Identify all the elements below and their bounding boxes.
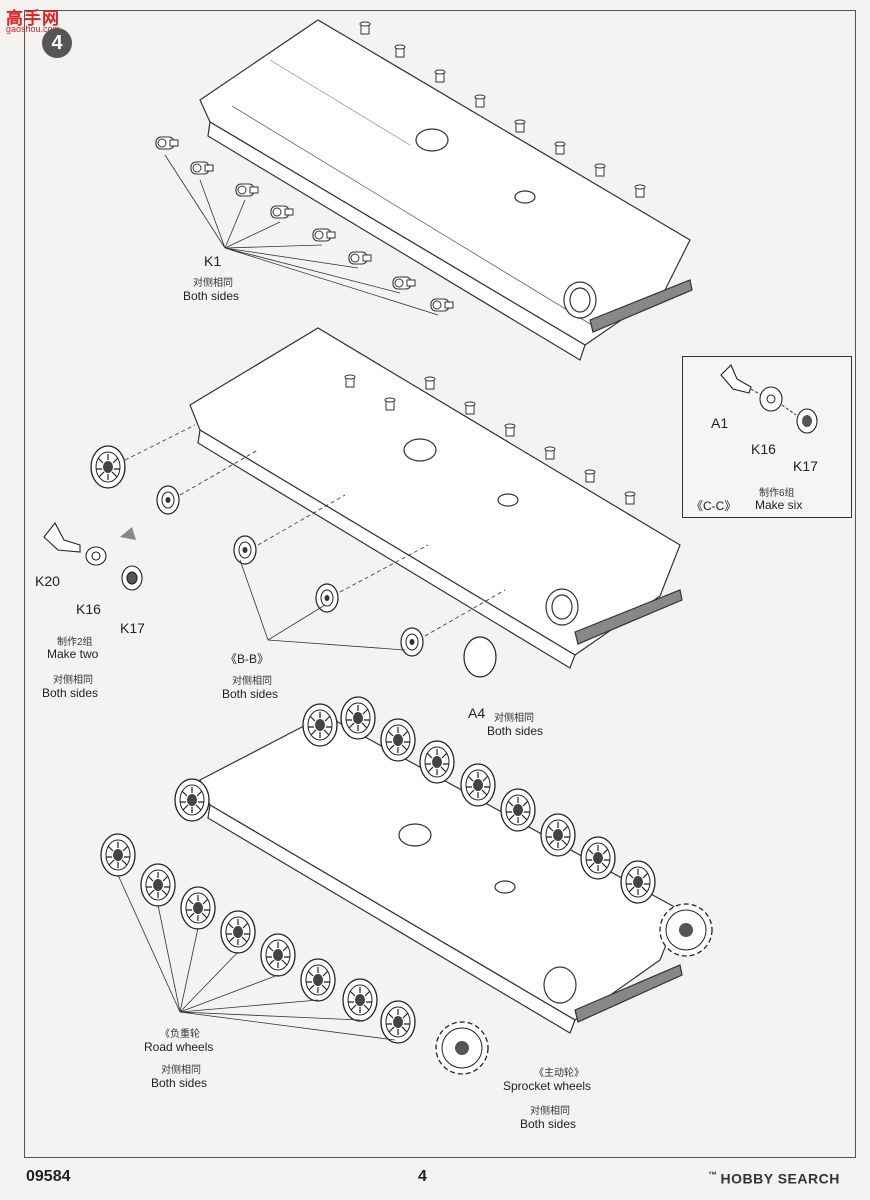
sprocket-cn-title: 《主动轮》 — [534, 1068, 584, 1079]
inset-section-label: 《C-C》 — [691, 499, 737, 513]
road-en-title: Road wheels — [144, 1040, 214, 1054]
inset-en-note: Make six — [755, 498, 803, 512]
brand-name: HOBBY SEARCH — [720, 1170, 840, 1187]
left-cn-note: 制作2组 — [57, 637, 93, 648]
k1-part-label: K1 — [204, 253, 222, 269]
hull-bottom-view — [199, 714, 683, 1034]
inset-a1-label: A1 — [711, 415, 729, 431]
bb-en-note: Both sides — [222, 687, 279, 701]
left-k16-label: K16 — [76, 601, 101, 617]
k1-cn-note: 对侧相同 — [193, 278, 233, 289]
road-cn-title: 《负重轮 — [160, 1029, 200, 1040]
page-number: 4 — [418, 1168, 427, 1185]
sprocket-cn-note: 对侧相同 — [530, 1106, 570, 1117]
left-en-note-2: Both sides — [42, 686, 99, 700]
inset-k16-label: K16 — [751, 441, 776, 457]
a4-part-label: A4 — [468, 705, 486, 721]
k1-leader-lines — [164, 154, 439, 316]
left-k17-label: K17 — [120, 620, 145, 636]
bb-section-label: 《B-B》 — [225, 652, 270, 666]
watermark-logo: 高手网 — [6, 9, 60, 28]
trademark-symbol: ™ — [708, 1170, 718, 1180]
left-en-note: Make two — [47, 647, 99, 661]
section-c-c-inset: A1 K16 K17 制作6组 《C-C》 Make six — [682, 356, 852, 518]
inset-k17-label: K17 — [793, 458, 818, 474]
watermark-url: gaoshou.com — [6, 24, 61, 34]
sprocket-en-title: Sprocket wheels — [503, 1079, 592, 1093]
a4-cn-note: 对侧相同 — [494, 713, 534, 724]
bb-leader-lines — [239, 559, 406, 651]
inset-drawing — [720, 364, 818, 434]
step-number-badge: 4 — [42, 28, 72, 58]
a4-en-note: Both sides — [487, 724, 544, 738]
product-code: 09584 — [26, 1168, 71, 1185]
hull-2-axle-lines — [124, 424, 506, 637]
left-cn-note-2: 对侧相同 — [53, 675, 93, 686]
k1-en-note: Both sides — [183, 289, 240, 303]
road-cn-note: 对侧相同 — [161, 1065, 201, 1076]
page-frame — [24, 10, 856, 1158]
hull-top-view — [199, 19, 693, 361]
hull-mid-view — [189, 327, 683, 669]
road-wheel-leader-lines — [117, 874, 396, 1041]
hull-2-wheels — [90, 445, 497, 678]
direction-arrow — [120, 527, 136, 540]
sprocket-en-note: Both sides — [520, 1117, 577, 1131]
inset-cn-note: 制作6组 — [759, 488, 795, 499]
k20-k16-k17-parts — [43, 521, 143, 591]
bb-cn-note: 对侧相同 — [232, 676, 272, 687]
k20-label: K20 — [35, 573, 60, 589]
road-en-note: Both sides — [151, 1076, 208, 1090]
